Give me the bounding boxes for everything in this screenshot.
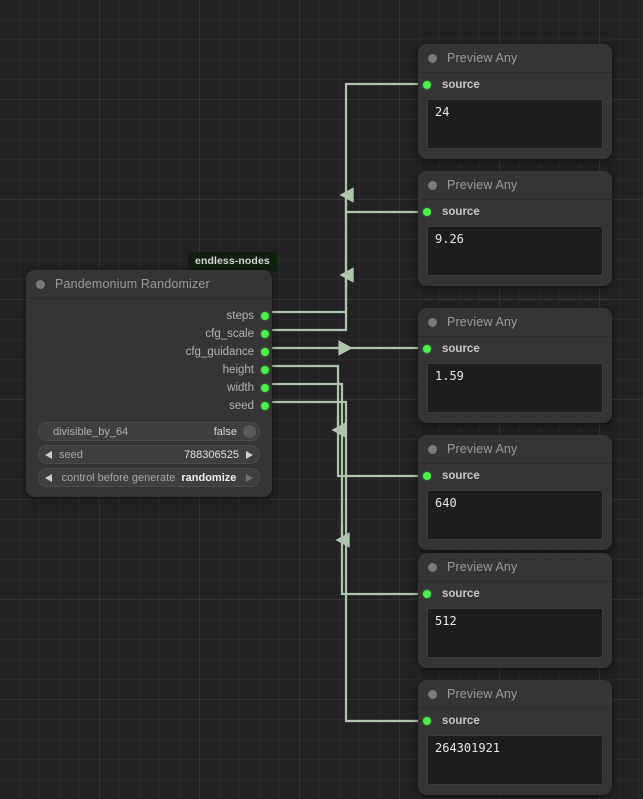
- input-port-source[interactable]: [423, 345, 431, 353]
- node-header[interactable]: Preview Any: [418, 553, 612, 582]
- collapse-dot-icon[interactable]: [428, 689, 437, 699]
- output-row-steps[interactable]: steps: [26, 307, 272, 325]
- node-title: Pandemonium Randomizer: [55, 277, 210, 291]
- node-body: source 9.26: [418, 200, 612, 286]
- output-row-seed[interactable]: seed: [26, 397, 272, 415]
- node-header[interactable]: Preview Any: [418, 171, 612, 200]
- output-port-cfg-scale[interactable]: [261, 330, 269, 338]
- node-body: source 24: [418, 73, 612, 159]
- widget-divisible-by-64-label: divisible_by_64: [53, 425, 129, 438]
- widget-divisible-by-64[interactable]: divisible_by_64 false: [38, 422, 260, 441]
- node-title: Preview Any: [447, 178, 518, 192]
- input-port-source[interactable]: [423, 717, 431, 725]
- input-row-source[interactable]: source: [418, 200, 612, 224]
- node-preview-any-4[interactable]: Preview Any source 640: [418, 435, 612, 550]
- output-row-cfg-guidance[interactable]: cfg_guidance: [26, 343, 272, 361]
- node-preview-any-3[interactable]: Preview Any source 1.59: [418, 308, 612, 423]
- node-body: source 264301921: [418, 709, 612, 795]
- preview-value-box: 264301921: [427, 735, 603, 785]
- collapse-dot-icon[interactable]: [428, 317, 437, 327]
- output-port-width[interactable]: [261, 384, 269, 392]
- input-row-source[interactable]: source: [418, 73, 612, 97]
- output-label-seed: seed: [229, 400, 254, 412]
- preview-value-box: 9.26: [427, 226, 603, 276]
- node-title: Preview Any: [447, 560, 518, 574]
- widget-control-before-generate[interactable]: control before generate randomize: [38, 468, 260, 487]
- input-row-source[interactable]: source: [418, 709, 612, 733]
- node-body: source 640: [418, 464, 612, 550]
- node-header[interactable]: Pandemonium Randomizer: [26, 270, 272, 299]
- widget-seed-value: 788306525: [183, 448, 239, 461]
- collapse-dot-icon[interactable]: [428, 562, 437, 572]
- output-port-cfg-guidance[interactable]: [261, 348, 269, 356]
- widget-control-before-generate-label: control before generate: [61, 471, 176, 484]
- node-preview-any-2[interactable]: Preview Any source 9.26: [418, 171, 612, 286]
- input-port-source[interactable]: [423, 472, 431, 480]
- input-label-source: source: [442, 343, 480, 355]
- widget-divisible-by-64-value: false: [213, 425, 237, 438]
- input-port-source[interactable]: [423, 590, 431, 598]
- wire-seed: [268, 400, 424, 723]
- input-label-source: source: [442, 715, 480, 727]
- node-preview-any-6[interactable]: Preview Any source 264301921: [418, 680, 612, 795]
- node-body: source 512: [418, 582, 612, 668]
- preview-value-box: 512: [427, 608, 603, 658]
- output-port-steps[interactable]: [261, 312, 269, 320]
- input-label-source: source: [442, 470, 480, 482]
- input-row-source[interactable]: source: [418, 464, 612, 488]
- wire-width: [268, 382, 424, 596]
- input-port-source[interactable]: [423, 208, 431, 216]
- node-title: Preview Any: [447, 442, 518, 456]
- node-preview-any-1[interactable]: Preview Any source 24: [418, 44, 612, 159]
- wire-height: [268, 364, 424, 478]
- arrow-left-icon[interactable]: [45, 473, 52, 482]
- node-header[interactable]: Preview Any: [418, 435, 612, 464]
- node-preview-any-5[interactable]: Preview Any source 512: [418, 553, 612, 668]
- input-label-source: source: [442, 79, 480, 91]
- arrow-left-icon[interactable]: [45, 450, 52, 459]
- output-port-seed[interactable]: [261, 402, 269, 410]
- node-header[interactable]: Preview Any: [418, 680, 612, 709]
- widget-seed[interactable]: seed 788306525: [38, 445, 260, 464]
- input-row-source[interactable]: source: [418, 337, 612, 361]
- node-pandemonium-randomizer[interactable]: Pandemonium Randomizer steps cfg_scale c…: [26, 270, 272, 497]
- collapse-dot-icon[interactable]: [428, 444, 437, 454]
- widget-seed-label: seed: [59, 448, 83, 461]
- output-port-height[interactable]: [261, 366, 269, 374]
- arrow-right-icon[interactable]: [246, 450, 253, 459]
- preview-value-box: 640: [427, 490, 603, 540]
- node-header[interactable]: Preview Any: [418, 44, 612, 73]
- toggle-knob-icon[interactable]: [243, 425, 256, 438]
- output-label-cfg-scale: cfg_scale: [205, 328, 254, 340]
- output-label-height: height: [222, 364, 254, 376]
- output-label-cfg-guidance: cfg_guidance: [185, 346, 254, 358]
- node-pack-badge: endless-nodes: [188, 252, 277, 271]
- node-title: Preview Any: [447, 51, 518, 65]
- node-header[interactable]: Preview Any: [418, 308, 612, 337]
- preview-value-box: 1.59: [427, 363, 603, 413]
- arrow-right-icon[interactable]: [246, 473, 253, 482]
- output-label-steps: steps: [226, 310, 255, 322]
- output-row-height[interactable]: height: [26, 361, 272, 379]
- collapse-dot-icon[interactable]: [428, 180, 437, 190]
- node-title: Preview Any: [447, 315, 518, 329]
- input-label-source: source: [442, 206, 480, 218]
- collapse-dot-icon[interactable]: [428, 53, 437, 63]
- node-body: source 1.59: [418, 337, 612, 423]
- output-row-cfg-scale[interactable]: cfg_scale: [26, 325, 272, 343]
- collapse-dot-icon[interactable]: [36, 279, 45, 289]
- input-label-source: source: [442, 588, 480, 600]
- node-title: Preview Any: [447, 687, 518, 701]
- node-body: steps cfg_scale cfg_guidance height widt…: [26, 299, 272, 497]
- output-row-width[interactable]: width: [26, 379, 272, 397]
- widget-control-before-generate-value: randomize: [181, 471, 237, 484]
- input-row-source[interactable]: source: [418, 582, 612, 606]
- preview-value-box: 24: [427, 99, 603, 149]
- input-port-source[interactable]: [423, 81, 431, 89]
- output-label-width: width: [227, 382, 254, 394]
- wire-cfg-scale: [268, 210, 424, 332]
- wire-steps: [268, 82, 424, 314]
